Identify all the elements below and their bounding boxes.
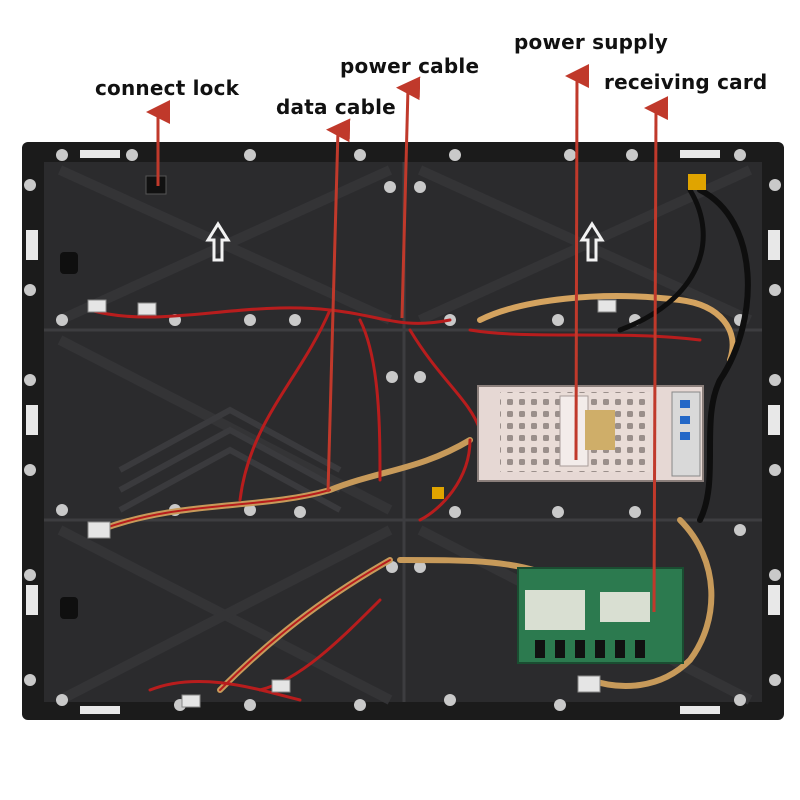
label-connect-lock: connect lock [95, 76, 240, 100]
power-supply-unit [477, 385, 704, 482]
power-inlet-connector [688, 174, 706, 190]
receiving-card-board [517, 567, 684, 664]
pointer-power-supply [565, 64, 590, 461]
pointer-data-cable [326, 118, 351, 493]
label-power-supply: power supply [514, 30, 668, 54]
label-data-cable: data cable [276, 95, 396, 119]
mounting-studs [24, 149, 781, 711]
connect-lock-hardware [60, 175, 167, 619]
yellow-connector [432, 487, 444, 499]
pointer-receiving-card [644, 96, 669, 613]
label-receiving-card: receiving card [604, 70, 768, 94]
label-power-cable: power cable [340, 54, 480, 78]
cable-connectors [87, 299, 617, 708]
annotation-pointers [146, 64, 669, 613]
pointer-power-cable [396, 76, 421, 319]
